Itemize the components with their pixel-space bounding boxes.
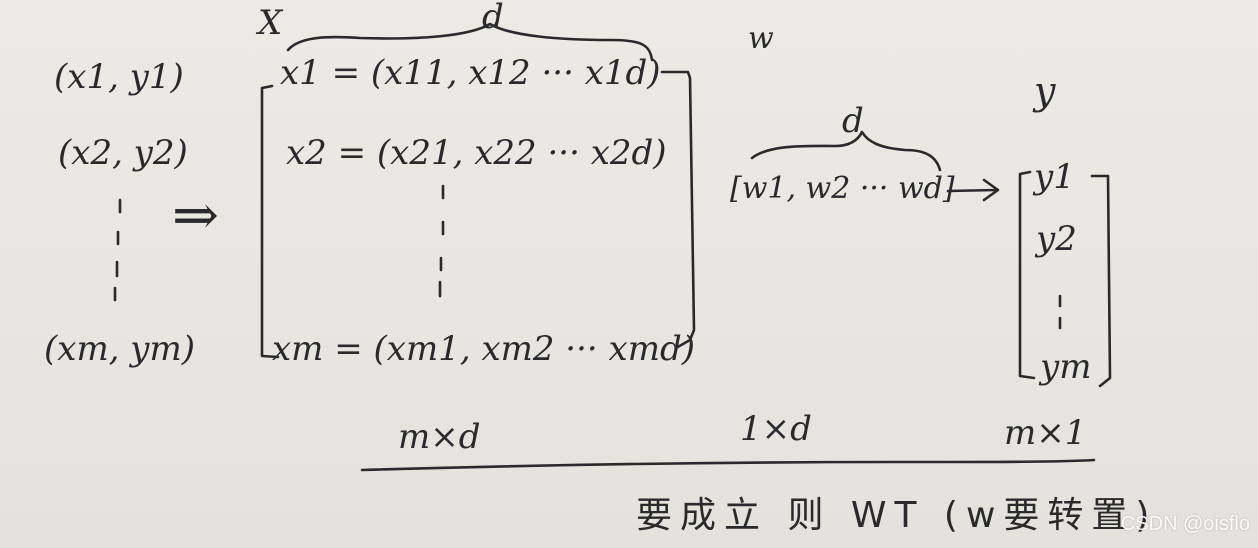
x-row-m: xm = (xm1, xm2 ··· xmd)	[272, 329, 695, 369]
x-vdots	[438, 184, 445, 298]
x-d-label: d	[482, 0, 504, 37]
x-d-brace	[286, 22, 654, 62]
baseline	[360, 458, 1096, 472]
pair-1: (x1, y1)	[54, 57, 184, 97]
y-entry-1: y1	[1034, 157, 1075, 197]
y-left-bracket	[1018, 170, 1036, 380]
w-to-y-arrow	[946, 178, 1000, 202]
implies-arrow: ⇒	[172, 183, 219, 248]
y-right-bracket	[1090, 174, 1112, 388]
w-d-brace	[750, 130, 942, 172]
pair-m: (xm, ym)	[44, 329, 196, 369]
transpose-note: 要成立 则 WT (w要转置)	[636, 495, 1158, 536]
x-matrix-right-bracket	[660, 70, 696, 350]
y-dims: m×1	[1004, 413, 1087, 453]
y-entry-m: ym	[1040, 347, 1092, 387]
y-entry-2: y2	[1036, 219, 1077, 259]
x-row-1: x1 = (x11, x12 ··· x1d)	[280, 53, 661, 93]
x-matrix-left-bracket	[260, 84, 280, 359]
left-vdots	[113, 198, 122, 302]
y-label: y	[1034, 69, 1056, 113]
x-dims: m×d	[398, 417, 481, 457]
pair-2: (x2, y2)	[58, 133, 188, 173]
x-label: X	[258, 3, 283, 43]
w-label: w	[748, 21, 774, 56]
w-d-label: d	[842, 101, 864, 141]
w-dims: 1×d	[740, 409, 812, 449]
w-vector: [w1, w2 ··· wd]	[730, 171, 955, 206]
x-row-2: x2 = (x21, x22 ··· x2d)	[286, 133, 667, 173]
csdn-watermark: CSDN @oisflo	[1120, 513, 1250, 535]
